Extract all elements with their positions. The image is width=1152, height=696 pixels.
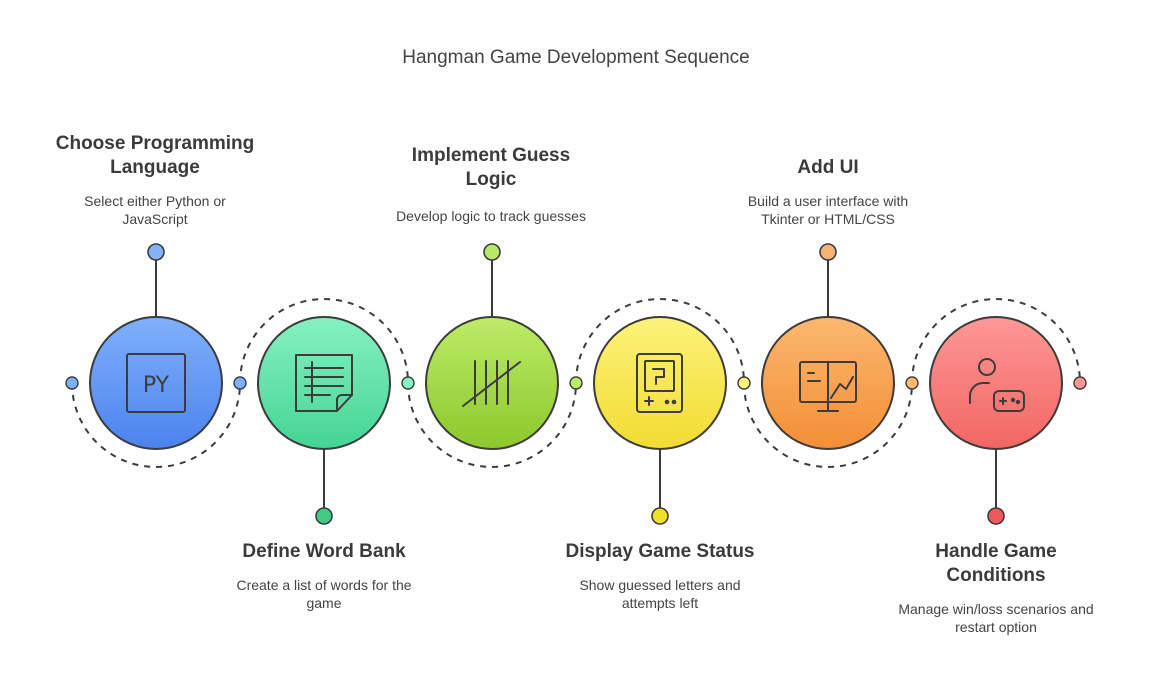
junction-dot <box>1073 376 1087 390</box>
step-1-title: Choose Programming Language <box>55 133 255 178</box>
tally-marks-icon <box>462 360 521 407</box>
junction-dot <box>905 376 919 390</box>
monitor-ui-icon <box>799 361 857 412</box>
step-2-description: Create a list of words for the game <box>236 577 412 611</box>
step-3-description: Develop logic to track guesses <box>396 208 586 224</box>
step-2-circle <box>257 316 391 450</box>
diagram-title: Hangman Game Development Sequence <box>402 47 750 68</box>
connector-arc <box>71 382 241 468</box>
junction-dot <box>401 376 415 390</box>
connector-arc <box>239 298 409 384</box>
step-3-title: Implement Guess Logic <box>411 145 571 190</box>
step-2-title: Define Word Bank <box>242 541 406 562</box>
step-marker-dot <box>819 243 837 261</box>
step-4-description: Show guessed letters and attempts left <box>579 577 741 611</box>
step-1-circle <box>89 316 223 450</box>
connector-arc <box>407 382 577 468</box>
junction-dot <box>233 376 247 390</box>
game-device-icon <box>636 353 683 413</box>
step-5-description: Build a user interface with Tkinter or H… <box>747 193 909 227</box>
step-marker-dot <box>651 507 669 525</box>
step-4-circle <box>593 316 727 450</box>
word-list-icon <box>295 354 353 412</box>
connector-arc <box>743 382 913 468</box>
step-4-title: Display Game Status <box>565 541 755 562</box>
connector-arc <box>575 298 745 384</box>
step-marker-dot <box>147 243 165 261</box>
junction-dot <box>737 376 751 390</box>
step-marker-dot <box>315 507 333 525</box>
player-gamepad-icon <box>969 358 1025 412</box>
step-6-circle <box>929 316 1063 450</box>
connector-arc <box>911 298 1081 384</box>
step-marker-dot <box>987 507 1005 525</box>
python-file-label: PY <box>143 373 170 398</box>
python-file-icon: PY <box>126 353 186 413</box>
junction-dot <box>65 376 79 390</box>
step-6-description: Manage win/loss scenarios and restart op… <box>898 601 1094 635</box>
step-1-description: Select either Python or JavaScript <box>84 193 226 227</box>
step-5-title: Add UI <box>797 157 859 178</box>
step-marker-dot <box>483 243 501 261</box>
step-6-title: Handle Game Conditions <box>935 541 1057 586</box>
junction-dot <box>569 376 583 390</box>
